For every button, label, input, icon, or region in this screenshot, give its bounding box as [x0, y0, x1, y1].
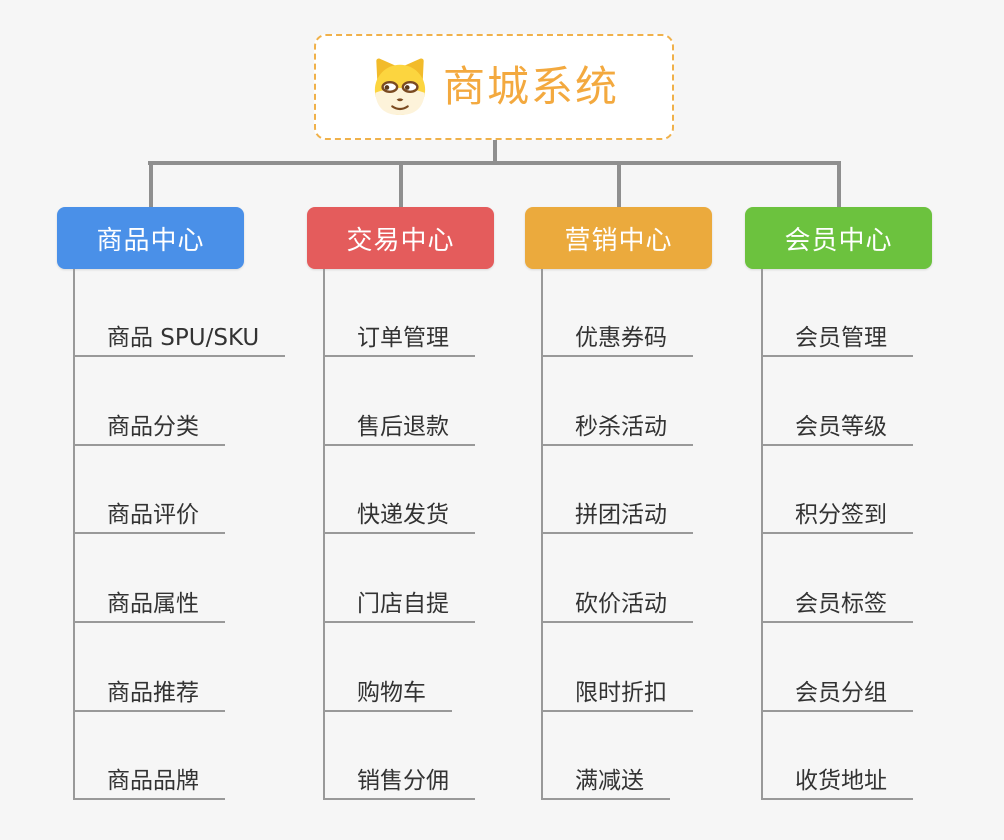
branch-topic-2[interactable]: 营销中心 [525, 207, 712, 269]
branch-topic-label: 商品中心 [96, 225, 205, 256]
subtopic-node[interactable]: 商品评价 [73, 498, 225, 534]
subtopic-node[interactable]: 会员标签 [761, 587, 913, 623]
branch-topic-label: 交易中心 [346, 225, 455, 256]
subtopic-label: 会员管理 [795, 324, 887, 351]
connector-column-spine [73, 269, 75, 800]
subtopic-node[interactable]: 限时折扣 [541, 676, 693, 712]
subtopic-node[interactable]: 会员管理 [761, 321, 913, 357]
subtopic-label: 购物车 [357, 679, 426, 706]
subtopic-node[interactable]: 满减送 [541, 764, 670, 800]
connector-column-spine [541, 269, 543, 800]
subtopic-node[interactable]: 快递发货 [323, 498, 475, 534]
subtopic-label: 商品 SPU/SKU [107, 324, 260, 351]
connector-branch-stub [836, 161, 841, 207]
subtopic-node[interactable]: 收货地址 [761, 764, 913, 800]
root-topic-label: 商城系统 [442, 62, 619, 111]
subtopic-node[interactable]: 购物车 [323, 676, 452, 712]
subtopic-node[interactable]: 秒杀活动 [541, 410, 693, 446]
subtopic-label: 快递发货 [357, 501, 449, 528]
subtopic-node[interactable]: 商品推荐 [73, 676, 225, 712]
subtopic-node[interactable]: 商品品牌 [73, 764, 225, 800]
subtopic-label: 商品推荐 [107, 679, 199, 706]
subtopic-node[interactable]: 订单管理 [323, 321, 475, 357]
subtopic-label: 商品品牌 [107, 767, 199, 794]
connector-branch-stub [148, 161, 153, 207]
branch-topic-label: 会员中心 [784, 225, 893, 256]
subtopic-node[interactable]: 优惠券码 [541, 321, 693, 357]
subtopic-node[interactable]: 商品属性 [73, 587, 225, 623]
subtopic-label: 会员标签 [795, 590, 887, 617]
subtopic-label: 积分签到 [795, 501, 887, 528]
connector-branch-stub [398, 161, 403, 207]
subtopic-node[interactable]: 销售分佣 [323, 764, 475, 800]
connector-column-spine [323, 269, 325, 800]
subtopic-label: 门店自提 [357, 590, 449, 617]
subtopic-label: 订单管理 [357, 324, 449, 351]
subtopic-label: 砍价活动 [575, 590, 667, 617]
subtopic-label: 商品评价 [107, 501, 199, 528]
root-topic-node[interactable]: 商城系统 [314, 34, 674, 140]
subtopic-label: 拼团活动 [575, 501, 667, 528]
subtopic-label: 商品属性 [107, 590, 199, 617]
subtopic-label: 秒杀活动 [575, 413, 667, 440]
connector-root-drop [493, 140, 497, 163]
subtopic-node[interactable]: 拼团活动 [541, 498, 693, 534]
subtopic-label: 限时折扣 [575, 679, 667, 706]
subtopic-label: 收货地址 [795, 767, 887, 794]
subtopic-node[interactable]: 积分签到 [761, 498, 913, 534]
branch-topic-1[interactable]: 交易中心 [307, 207, 494, 269]
subtopic-node[interactable]: 会员分组 [761, 676, 913, 712]
subtopic-node[interactable]: 砍价活动 [541, 587, 693, 623]
subtopic-node[interactable]: 门店自提 [323, 587, 475, 623]
subtopic-label: 会员等级 [795, 413, 887, 440]
dog-face-icon [374, 58, 426, 116]
branch-topic-3[interactable]: 会员中心 [745, 207, 932, 269]
subtopic-node[interactable]: 商品 SPU/SKU [73, 321, 286, 357]
connector-column-spine [761, 269, 763, 800]
subtopic-label: 商品分类 [107, 413, 199, 440]
subtopic-node[interactable]: 售后退款 [323, 410, 475, 446]
branch-topic-0[interactable]: 商品中心 [57, 207, 244, 269]
subtopic-label: 销售分佣 [357, 767, 449, 794]
connector-branch-rail [148, 161, 840, 165]
branch-topic-label: 营销中心 [564, 225, 673, 256]
subtopic-node[interactable]: 会员等级 [761, 410, 913, 446]
subtopic-label: 满减送 [575, 767, 644, 794]
subtopic-label: 售后退款 [357, 413, 449, 440]
connector-branch-stub [616, 161, 621, 207]
subtopic-node[interactable]: 商品分类 [73, 410, 225, 446]
subtopic-label: 会员分组 [795, 679, 887, 706]
subtopic-label: 优惠券码 [575, 324, 667, 351]
